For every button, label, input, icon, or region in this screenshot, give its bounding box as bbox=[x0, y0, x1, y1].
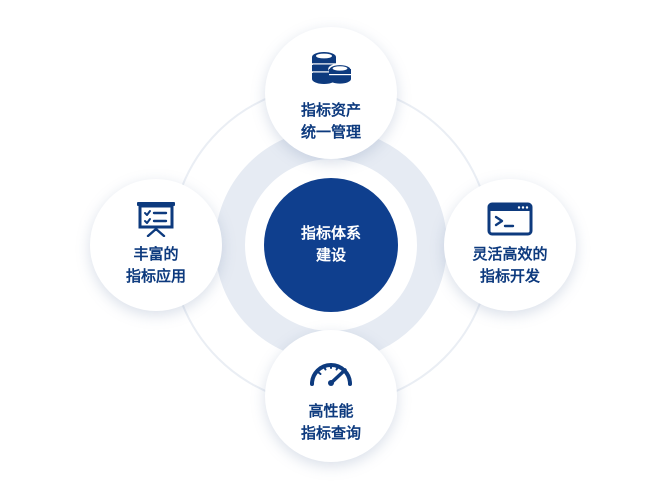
node-label: 灵活高效的 指标开发 bbox=[444, 243, 576, 287]
node-label-line2: 统一管理 bbox=[300, 123, 361, 141]
coin-stack-icon bbox=[265, 49, 397, 87]
node-label-line1: 高性能 bbox=[308, 402, 354, 420]
center-label: 指标体系 建设 bbox=[264, 222, 398, 266]
node-label-line1: 灵活高效的 bbox=[472, 245, 548, 263]
node-label: 丰富的 指标应用 bbox=[90, 243, 222, 287]
presentation-board-icon bbox=[90, 201, 222, 237]
node-label-line1: 指标资产 bbox=[300, 101, 361, 119]
node-asset-management: 指标资产 统一管理 bbox=[265, 27, 397, 159]
center-circle: 指标体系 建设 bbox=[264, 178, 398, 312]
node-metric-application: 丰富的 指标应用 bbox=[90, 179, 222, 311]
node-label: 高性能 指标查询 bbox=[265, 400, 397, 444]
center-label-line1: 指标体系 bbox=[300, 224, 361, 242]
node-metric-development: 灵活高效的 指标开发 bbox=[444, 179, 576, 311]
center-label-line2: 建设 bbox=[315, 246, 346, 264]
node-label-line2: 指标开发 bbox=[479, 267, 540, 285]
node-label: 指标资产 统一管理 bbox=[265, 99, 397, 143]
terminal-window-icon bbox=[444, 202, 576, 236]
node-label-line2: 指标查询 bbox=[300, 424, 361, 442]
node-metric-query: 高性能 指标查询 bbox=[265, 330, 397, 462]
speedometer-icon bbox=[265, 354, 397, 388]
node-label-line1: 丰富的 bbox=[133, 245, 179, 263]
node-label-line2: 指标应用 bbox=[125, 267, 186, 285]
